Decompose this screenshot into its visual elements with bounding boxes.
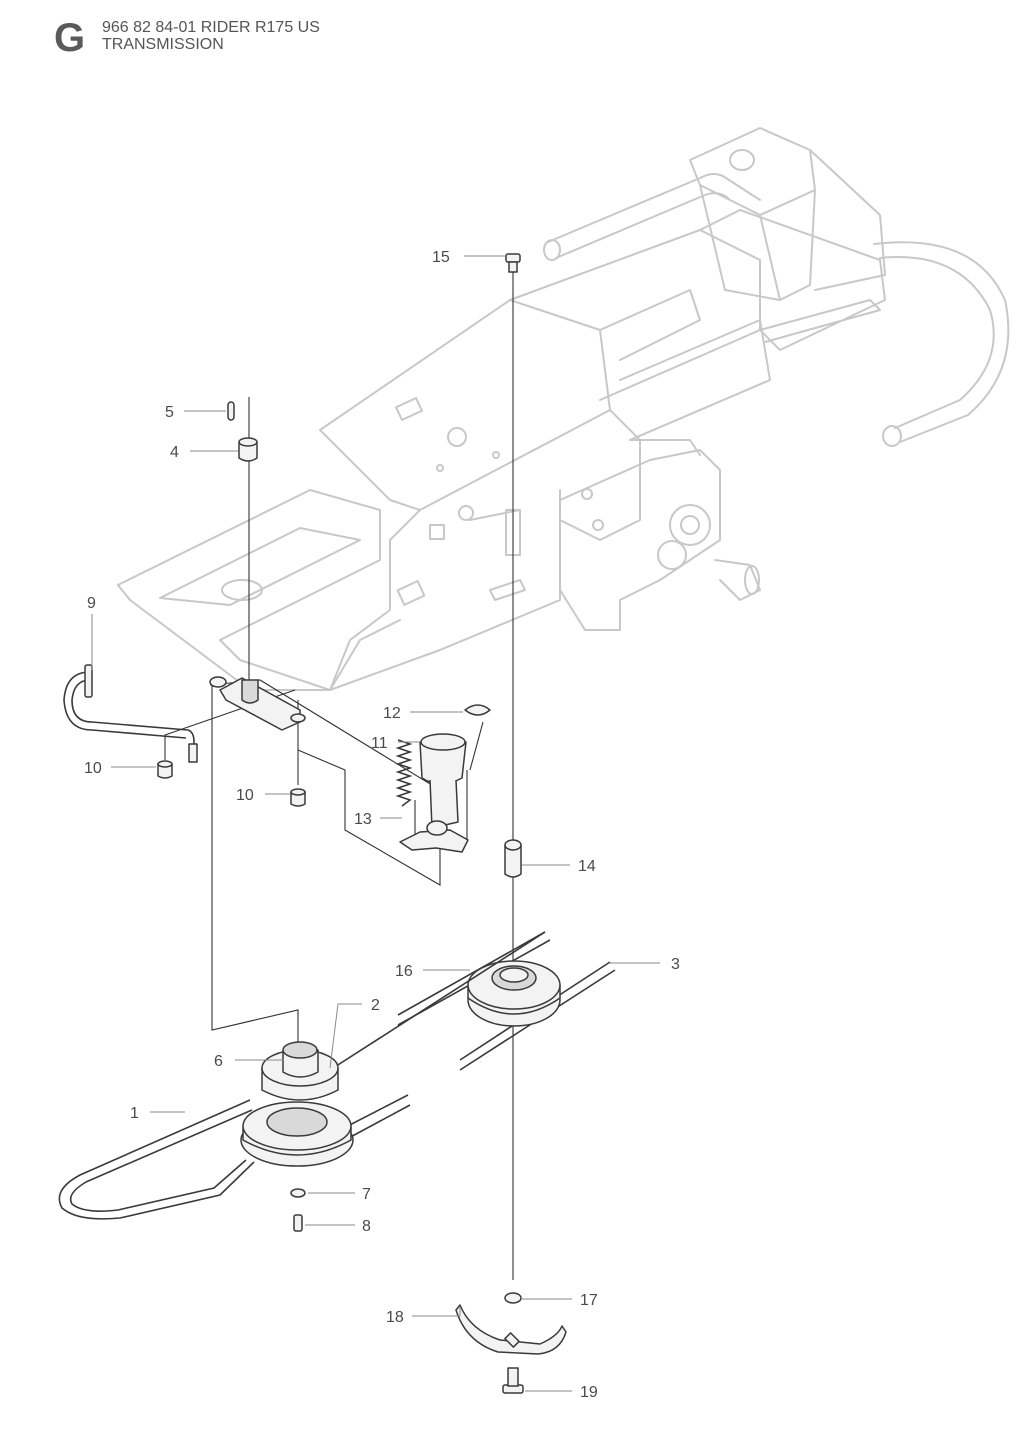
part-6-pulley-hub (261, 1041, 339, 1101)
callout-13: 13 (354, 811, 372, 828)
part-pivot-bracket (209, 676, 306, 731)
part-14-sleeve (504, 839, 522, 878)
part-19-bolt (502, 1367, 524, 1394)
section-letter: G (54, 16, 86, 60)
callout-4: 4 (170, 444, 179, 461)
callout-7: 7 (362, 1186, 371, 1203)
part-10-nut-left (157, 760, 173, 779)
part-4-bushing (238, 437, 258, 462)
part-9-rod (63, 664, 198, 763)
callout-11: 11 (371, 735, 388, 752)
model-line: 966 82 84-01 RIDER R175 US (102, 19, 320, 36)
section-title: TRANSMISSION (102, 36, 224, 53)
callout-10-center: 10 (236, 787, 254, 804)
callout-2: 2 (371, 997, 380, 1014)
leader-lines (91, 255, 660, 1392)
part-7-washer (290, 1188, 306, 1198)
callout-10-left: 10 (84, 760, 102, 777)
part-15-bolt (505, 253, 521, 273)
callout-16: 16 (395, 963, 413, 980)
chassis-frame (117, 127, 1010, 691)
part-16-pulley (467, 960, 561, 1027)
callout-8: 8 (362, 1218, 371, 1235)
part-lower-pulley (240, 1101, 354, 1167)
part-18-bracket (455, 1304, 567, 1355)
callout-12: 12 (383, 705, 401, 722)
part-13-arm (399, 820, 469, 853)
callout-18: 18 (386, 1309, 404, 1326)
part-1-belt (58, 931, 546, 1220)
callout-1: 1 (130, 1105, 139, 1122)
part-10-nut-center (290, 788, 306, 807)
part-17-washer (504, 1292, 522, 1304)
callout-6: 6 (214, 1053, 223, 1070)
callout-14: 14 (578, 858, 596, 875)
part-13-spring (395, 739, 413, 807)
callout-9: 9 (87, 595, 96, 612)
callout-5: 5 (165, 404, 174, 421)
part-12-clip (464, 704, 491, 716)
callout-19: 19 (580, 1384, 598, 1401)
callout-17: 17 (580, 1292, 598, 1309)
part-8-bolt (293, 1214, 303, 1232)
callout-labels: 15 5 4 9 10 10 12 11 13 14 16 3 2 6 1 7 … (84, 249, 680, 1401)
part-5-pin (227, 401, 235, 421)
callout-3: 3 (671, 956, 680, 973)
part-11-sleeve (419, 733, 467, 829)
callout-15: 15 (432, 249, 450, 266)
